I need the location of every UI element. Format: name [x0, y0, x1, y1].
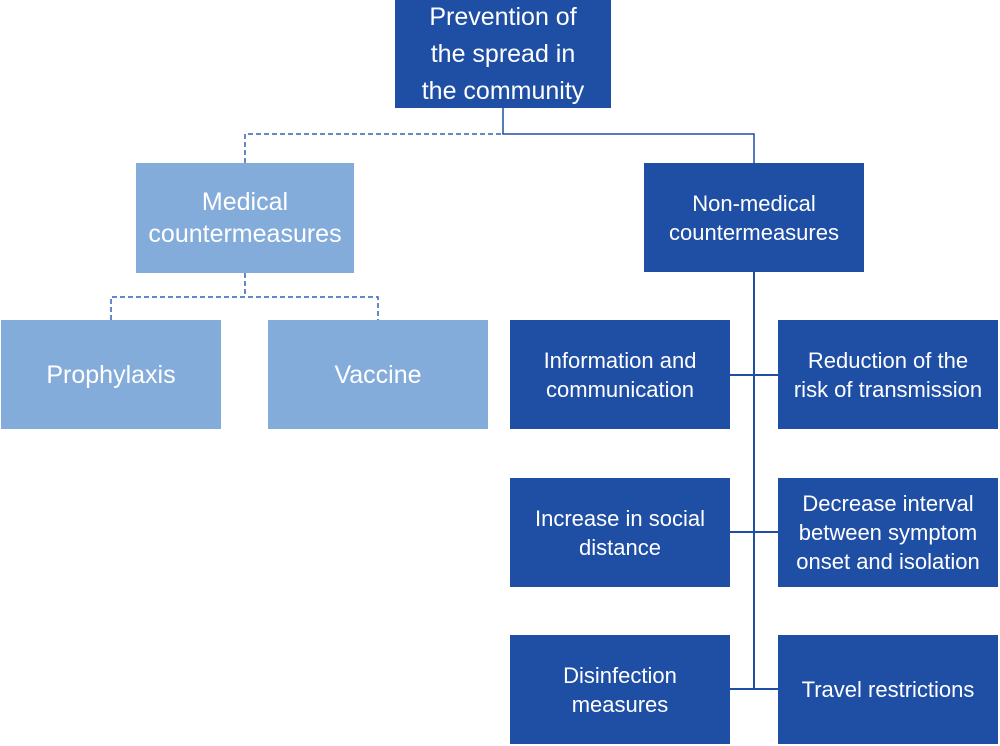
medical-countermeasures-node: Medical countermeasures	[136, 163, 354, 273]
increase-social-distance-node: Increase in social distance	[510, 478, 730, 587]
non-medical-countermeasures-node: Non-medical countermeasures	[644, 163, 864, 272]
vaccine-node: Vaccine	[268, 320, 488, 429]
root-node: Prevention of the spread in the communit…	[395, 0, 611, 108]
reduction-risk-transmission-node: Reduction of the risk of transmission	[778, 320, 998, 429]
information-communication-node: Information and communication	[510, 320, 730, 429]
decrease-interval-node: Decrease interval between symptom onset …	[778, 478, 998, 587]
connector-root-to-medical	[244, 133, 503, 163]
disinfection-measures-node: Disinfection measures	[510, 635, 730, 744]
travel-restrictions-node: Travel restrictions	[778, 635, 998, 744]
connector-root-to-non-medical	[502, 108, 755, 163]
connector-medical-to-children	[110, 273, 379, 320]
prophylaxis-node: Prophylaxis	[1, 320, 221, 429]
